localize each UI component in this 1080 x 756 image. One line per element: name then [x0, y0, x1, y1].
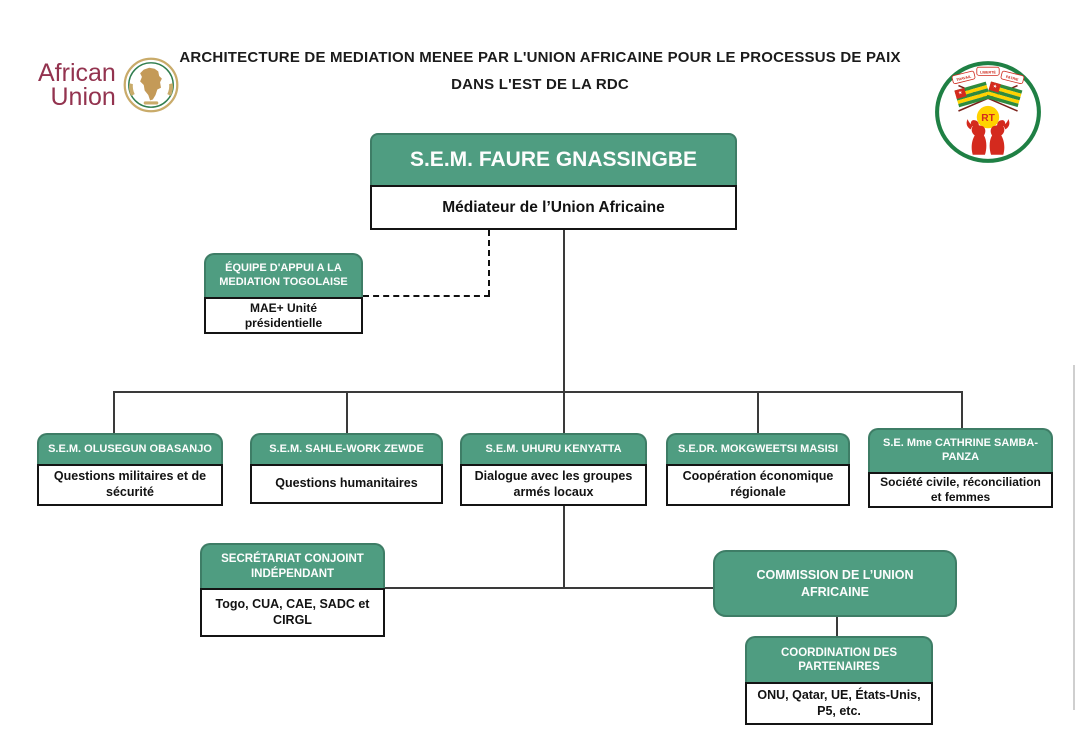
connector-dashed-vertical: [488, 230, 490, 296]
node-envoy-samba-panza-name: S.E. Mme CATHRINE SAMBA-PANZA: [868, 428, 1053, 472]
connector-mediator-down: [563, 230, 565, 391]
node-envoy-samba-panza-portfolio: Société civile, réconciliation et femmes: [868, 472, 1053, 508]
african-union-emblem-icon: [123, 57, 179, 113]
connector-envoys-rail: [113, 391, 963, 393]
connector-drop-envoy-2: [346, 391, 348, 433]
connector-drop-envoy-4: [757, 391, 759, 433]
node-mediator: S.E.M. FAURE GNASSINGBE Médiateur de l’U…: [370, 133, 737, 230]
connector-drop-envoy-3: [563, 391, 565, 433]
connector-drop-envoy-5: [961, 391, 963, 428]
page-title-line2: DANS L'EST DE LA RDC: [451, 76, 629, 93]
node-partner-coordination-detail: ONU, Qatar, UE, États-Unis, P5, etc.: [745, 682, 933, 725]
togo-lions: [966, 119, 1010, 155]
node-envoy-obasanjo: S.E.M. OLUSEGUN OBASANJO Questions milit…: [37, 433, 223, 506]
node-envoy-kenyatta-name: S.E.M. UHURU KENYATTA: [460, 433, 647, 464]
node-envoy-masisi-portfolio: Coopération économique régionale: [666, 464, 850, 506]
svg-text:TRAVAIL: TRAVAIL: [956, 74, 973, 82]
node-partner-coordination: COORDINATION DES PARTENAIRES ONU, Qatar,…: [745, 636, 933, 725]
togo-motto-banner: [951, 66, 1025, 85]
svg-text:LIBERTÉ: LIBERTÉ: [980, 69, 996, 74]
node-envoy-obasanjo-name: S.E.M. OLUSEGUN OBASANJO: [37, 433, 223, 464]
node-secretariat-name: SECRÉTARIAT CONJOINT INDÉPENDANT: [200, 543, 385, 588]
connector-commission-coordination: [836, 617, 838, 636]
node-envoy-masisi-name: S.E.DR. MOKGWEETSI MASISI: [666, 433, 850, 464]
node-mediator-role: Médiateur de l’Union Africaine: [370, 185, 737, 230]
connector-drop-envoy-1: [113, 391, 115, 433]
node-support-team-detail: MAE+ Unité présidentielle: [204, 297, 363, 334]
au-logo-word-african: African: [38, 59, 116, 87]
node-partner-coordination-name: COORDINATION DES PARTENAIRES: [745, 636, 933, 682]
connector-kenyatta-down: [563, 505, 565, 589]
page-edge-line: [1073, 365, 1075, 710]
page-title: ARCHITECTURE DE MEDIATION MENEE PAR L'UN…: [0, 44, 1080, 98]
node-mediator-name: S.E.M. FAURE GNASSINGBE: [370, 133, 737, 185]
svg-text:PATRIE: PATRIE: [1005, 75, 1019, 82]
node-secretariat-detail: Togo, CUA, CAE, SADC et CIRGL: [200, 588, 385, 637]
node-envoy-zewde-name: S.E.M. SAHLE-WORK ZEWDE: [250, 433, 443, 464]
node-envoy-masisi: S.E.DR. MOKGWEETSI MASISI Coopération éc…: [666, 433, 850, 506]
connector-secretariat-commission: [385, 587, 713, 589]
node-envoy-kenyatta: S.E.M. UHURU KENYATTA Dialogue avec les …: [460, 433, 647, 506]
node-envoy-kenyatta-portfolio: Dialogue avec les groupes armés locaux: [460, 464, 647, 506]
node-secretariat: SECRÉTARIAT CONJOINT INDÉPENDANT Togo, C…: [200, 543, 385, 637]
au-logo-word-union: Union: [50, 83, 116, 111]
connector-dashed-horizontal: [363, 295, 490, 297]
node-au-commission: COMMISSION DE L’UNION AFRICAINE: [713, 550, 957, 617]
node-support-team: ÉQUIPE D'APPUI A LA MEDIATION TOGOLAISE …: [204, 253, 363, 334]
node-support-team-name: ÉQUIPE D'APPUI A LA MEDIATION TOGOLAISE: [204, 253, 363, 297]
node-envoy-zewde: S.E.M. SAHLE-WORK ZEWDE Questions humani…: [250, 433, 443, 504]
togo-coat-of-arms-icon: TRAVAIL LIBERTÉ PATRIE RT: [935, 61, 1041, 163]
page-title-line1: ARCHITECTURE DE MEDIATION MENEE PAR L'UN…: [179, 49, 901, 66]
node-envoy-obasanjo-portfolio: Questions militaires et de sécurité: [37, 464, 223, 506]
togo-monogram: RT: [981, 113, 995, 124]
african-union-logo: African Union: [38, 56, 180, 114]
african-union-logo-text: African Union: [38, 59, 116, 111]
node-envoy-zewde-portfolio: Questions humanitaires: [250, 464, 443, 504]
node-envoy-samba-panza: S.E. Mme CATHRINE SAMBA-PANZA Société ci…: [868, 428, 1053, 508]
